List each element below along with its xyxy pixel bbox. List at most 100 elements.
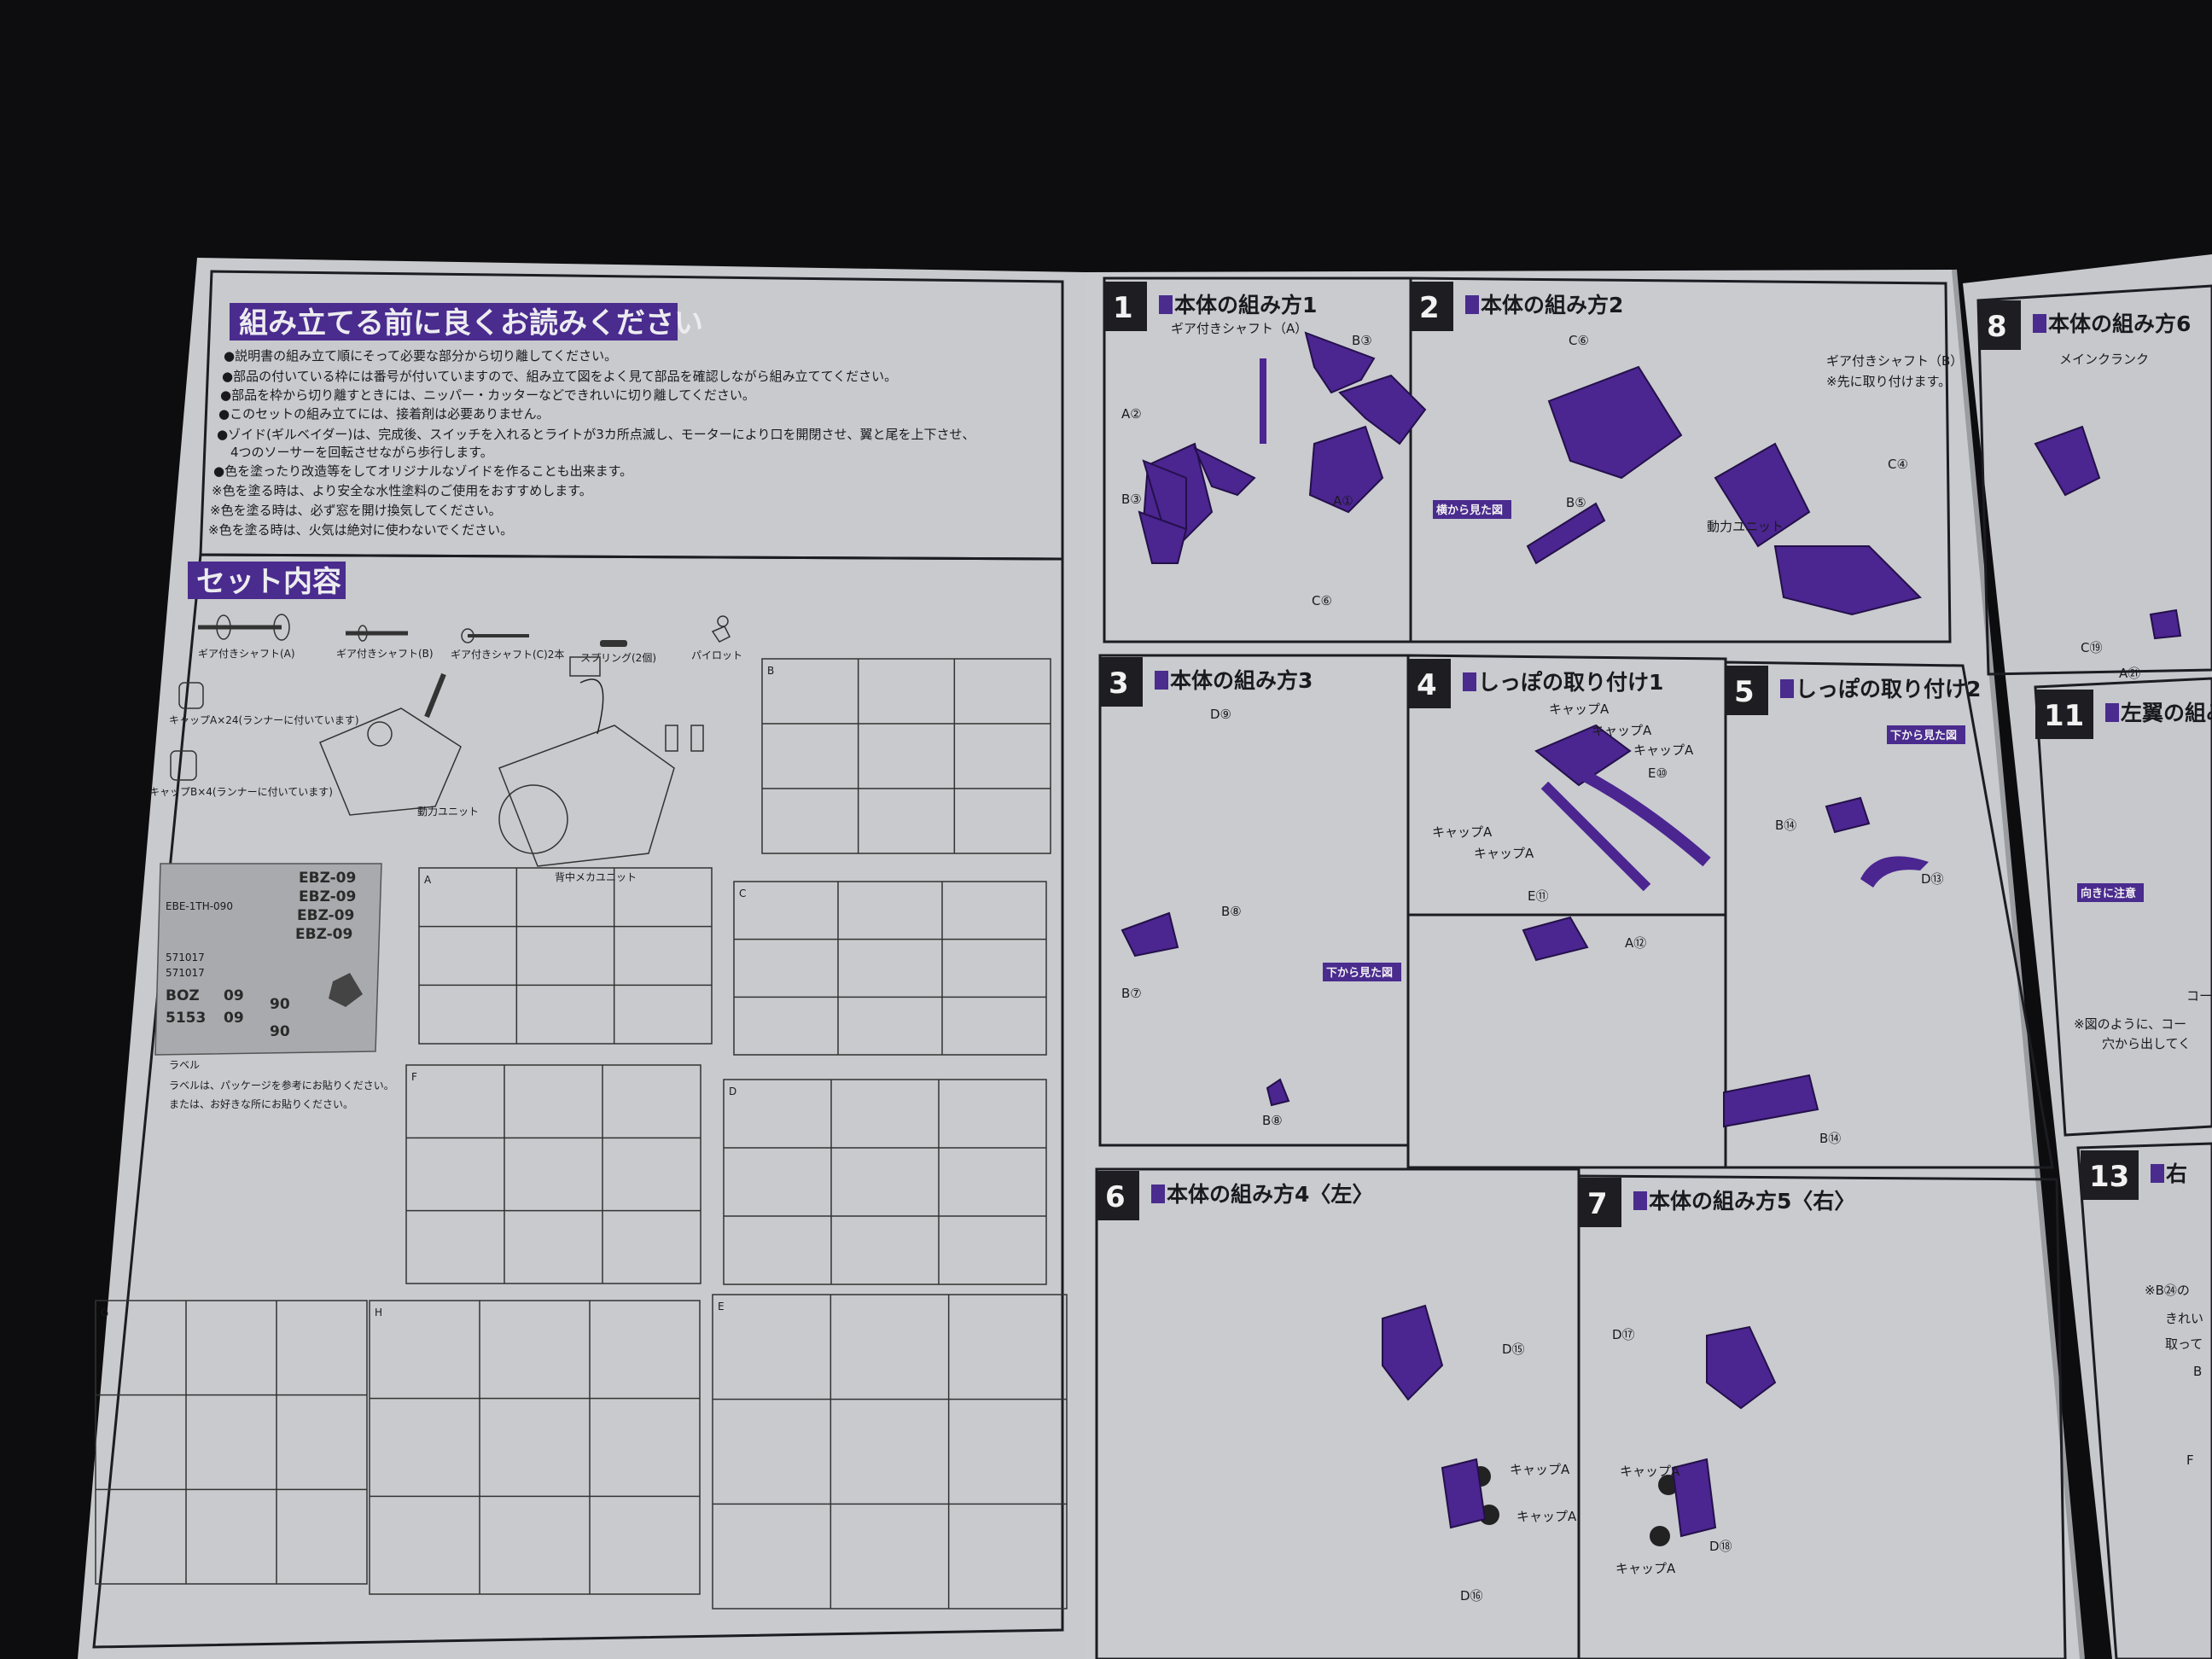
step-1-callout: B③ [1121,492,1142,507]
gear-shaft-b-icon [346,625,408,642]
step-title: 本体の組み方4〈左〉 [1167,1182,1373,1207]
runner-g: G [95,1300,368,1585]
decal-code: EBZ-09 [299,870,356,887]
step-6-callout: キャップA [1516,1509,1577,1524]
step-7-callout: D⑰ [1612,1327,1635,1342]
step-1-callout: B③ [1352,333,1372,348]
step-5-callout: A⑫ [1625,935,1646,951]
step-13-header: 13 右 [2081,1150,2187,1200]
decal-code: EBE-1TH-090 [166,900,233,912]
pilot-icon [711,615,731,643]
step-number: 13 [2089,1160,2129,1194]
notice-line: ●色を塗ったり改造等をしてオリジナルなゾイドを作ることも出来ます。 [213,463,632,479]
right-page [1086,270,2082,1659]
step-title: 左翼の組み [2121,701,2212,725]
runner-d: D [723,1079,1047,1285]
step-7-callout: キャップA [1620,1464,1680,1479]
title-marker-icon [2151,1164,2164,1183]
notice-line: ※色を塗る時は、必ず窓を開け換気してください。 [210,503,502,518]
runner-h: H [369,1300,701,1595]
part-label: スプリング(2個) [580,652,656,664]
step-4-callout: キャップA [1592,723,1652,738]
step-3-callout: B⑧ [1262,1113,1283,1128]
cap-label: キャップA×24(ランナーに付いています) [169,714,359,726]
decal-code: 5153 [166,1010,206,1027]
runner-letter: E [718,1301,725,1313]
runner-letter: C [739,888,746,899]
label-heading: ラベル [169,1059,200,1071]
cap-a-icon [178,682,204,709]
step-2-callout: 動力ユニット [1707,519,1784,534]
runner-letter: B [767,665,774,677]
step-8-callout: A㉑ [2119,666,2140,681]
title-marker-icon [1155,671,1168,690]
title-marker-icon [1465,295,1479,314]
decal-code: 571017 [166,967,205,979]
view-tag [1433,500,1511,519]
unit-label: 動力ユニット [417,806,479,818]
step-title: 右 [2166,1161,2187,1186]
step-6-callout: D⑯ [1460,1588,1483,1604]
runner-letter: F [411,1071,417,1083]
view-tag [2077,883,2144,902]
cap-b-icon [170,750,197,781]
step-5-callout: 下から見た図 [1890,730,1957,742]
step-13-callout: B [2193,1364,2202,1379]
step-1-callout: A② [1121,406,1142,422]
step-1-callout: C⑥ [1312,593,1332,608]
step-number: 11 [2044,699,2084,733]
notice-line: ●ゾイド(ギルベイダー)は、完成後、スイッチを入れるとライトが3カ所点滅し、モー… [217,427,975,442]
step-3-callout: B⑧ [1221,904,1242,919]
runner-letter: A [424,874,432,886]
step-5-callout: B⑭ [1819,1131,1841,1146]
runner-b: B [761,658,1051,854]
step-4-callout: E⑩ [1648,765,1668,781]
step-6-callout: D⑮ [1502,1342,1525,1357]
step-number: 8 [1987,310,2007,344]
step-number: 7 [1587,1187,1608,1221]
step-2-callout: ※先に取り付けます。 [1826,374,1951,389]
spring-icon [600,640,627,647]
step-4-callout: キャップA [1474,846,1534,861]
runner-a: A [418,867,713,1045]
step-7-callout: キャップA [1615,1561,1676,1576]
title-marker-icon [2033,314,2046,333]
step-13-callout: きれい [2165,1311,2203,1326]
step-4-callout: キャップA [1432,824,1493,840]
decal-code: BOZ [166,987,200,1004]
decal-code: EBZ-09 [295,926,352,943]
decal-code: 09 [224,1010,244,1027]
step-6-callout: キャップA [1510,1462,1570,1477]
step-8-callout: メインクランク [2059,352,2149,367]
step-frames [1095,276,2212,1659]
step-title: 本体の組み方3 [1170,668,1313,693]
step-title: しっぽの取り付け1 [1478,670,1663,695]
title-marker-icon [1151,1185,1165,1203]
gear-shaft-c-icon [461,628,529,643]
notice-line: ●説明書の組み立て順にそって必要な部分から切り離してください。 [224,348,617,364]
runner-letter: D [729,1086,736,1097]
decal-code: 571017 [166,952,205,963]
back-mech-unit-icon [498,656,704,867]
notice-line: ●このセットの組み立てには、接着剤は必要ありません。 [218,406,550,422]
decal-code: EBZ-09 [297,907,354,924]
step-title: しっぽの取り付け2 [1796,677,1981,701]
contents-title-bar [188,562,346,599]
title-marker-icon [2105,703,2119,722]
title-marker-icon [1633,1191,1647,1210]
assembly-illustrations [1121,331,2182,1546]
decal-emblem [329,973,363,1007]
step-3-callout: B⑦ [1121,986,1142,1001]
step-3-callout: D⑨ [1210,707,1231,722]
contents-title: セット内容 [196,565,341,599]
step-8-callout: C⑲ [2081,640,2102,655]
label-note: または、お好きな所にお貼りください。 [169,1097,353,1110]
part-label: ギア付きシャフト(B) [336,648,434,660]
step-2-callout: B⑤ [1566,495,1586,510]
